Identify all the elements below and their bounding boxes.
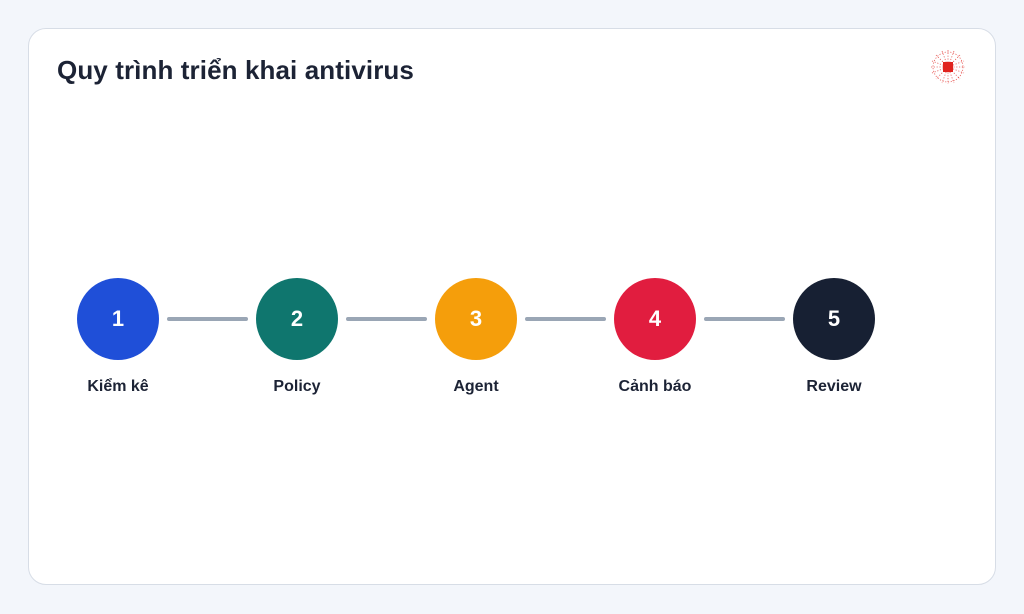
- step-number-circle: 3: [435, 278, 517, 360]
- step-connector: [167, 317, 248, 321]
- step-number-circle: 5: [793, 278, 875, 360]
- step-label: Policy: [273, 378, 321, 395]
- step-number-circle: 1: [77, 278, 159, 360]
- step-label: Kiểm kê: [87, 378, 149, 395]
- step-label: Agent: [453, 378, 499, 395]
- step-connector: [525, 317, 606, 321]
- step-label: Cảnh báo: [618, 378, 692, 395]
- page-title: Quy trình triển khai antivirus: [57, 55, 414, 85]
- step-connector: [346, 317, 427, 321]
- step-number-circle: 4: [614, 278, 696, 360]
- step-label: Review: [806, 378, 862, 395]
- step-number-circle: 2: [256, 278, 338, 360]
- step-connector: [704, 317, 785, 321]
- shield-chip-icon: [931, 50, 965, 84]
